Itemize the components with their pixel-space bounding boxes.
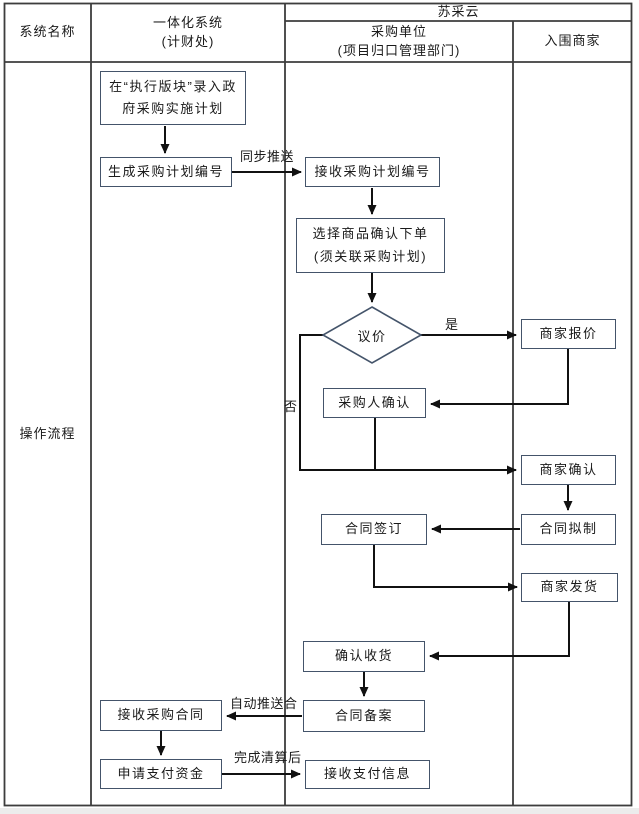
flow-box-merchant-confirm: 商家确认 [521, 455, 616, 485]
flow-box-contract-filing: 合同备案 [303, 700, 425, 732]
table-grid [3, 2, 633, 807]
flow-box-contract-sign: 合同签订 [321, 514, 427, 545]
header-system-name: 系统名称 [19, 24, 76, 40]
row-label-operation-process: 操作流程 [19, 425, 76, 441]
negotiate-decision-diamond [321, 306, 423, 364]
connector-ship-to-receipt [429, 602, 570, 661]
flow-box-merchant-quote: 商家报价 [521, 319, 616, 349]
header-sucaiyun: 苏采云 [437, 3, 480, 19]
table-outer-border [3, 2, 633, 807]
edge-label-sync-push: 同步推送 [240, 149, 295, 164]
flow-diamond-negotiate-label: 议价 [357, 328, 387, 344]
flow-box-receive-plan-number: 接收采购计划编号 [305, 157, 440, 187]
connector-sign-to-ship [373, 545, 518, 592]
flow-box-purchaser-confirm: 采购人确认 [323, 388, 426, 418]
flow-box-confirm-receipt: 确认收货 [303, 641, 425, 672]
flow-box-generate-plan-number: 生成采购计划编号 [100, 157, 232, 187]
flow-box-receive-contract: 接收采购合同 [100, 700, 222, 731]
header-merchants: 入围商家 [544, 33, 601, 49]
flow-box-apply-payment: 申请支付资金 [100, 759, 222, 789]
connector-quote-to-purchaser-confirm [430, 349, 569, 409]
flow-box-merchant-ship: 商家发货 [521, 573, 618, 602]
edge-label-yes: 是 [445, 317, 459, 332]
connector-negotiate-no-to-merchant-confirm [299, 334, 517, 475]
page-margin-strip [0, 808, 639, 814]
edge-label-no: 否 [284, 399, 298, 414]
flow-box-record-plan: 在“执行版块”录入政 府采购实施计划 [100, 71, 246, 125]
header-purchasing-unit: 采购单位 (项目归口管理部门) [337, 23, 461, 58]
flow-box-receive-payment-info: 接收支付信息 [305, 760, 430, 789]
flow-connectors [156, 126, 573, 779]
flow-box-contract-draft: 合同拟制 [521, 514, 616, 545]
flow-box-select-product: 选择商品确认下单 (须关联采购计划) [296, 218, 445, 273]
header-integrated-system: 一体化系统 (计财处) [152, 14, 223, 49]
edge-label-after-settlement: 完成清算后 [234, 750, 302, 765]
edge-label-auto-push-contract: 自动推送合 [230, 696, 298, 711]
